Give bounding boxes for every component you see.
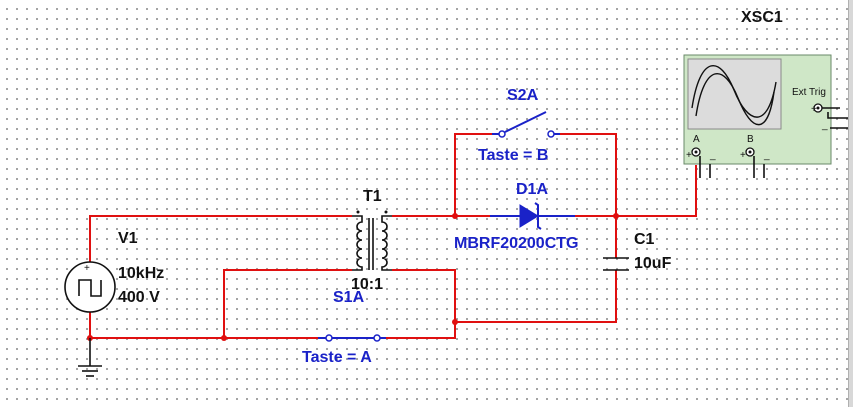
switch-s2a[interactable] [492,111,560,138]
transformer-name: T1 [363,188,382,205]
channel-b-label: B [747,134,754,145]
source-circle [64,261,116,313]
switch1-name: S1A [333,289,365,306]
switch2-name: S2A [507,87,539,104]
ext-trig-minus: _ [821,120,828,131]
wires [89,133,697,339]
junction-dot [452,319,458,325]
junction-dot [221,335,227,341]
wire-primary-bottom[interactable] [223,269,352,338]
oscilloscope-name: XSC1 [741,9,783,26]
diode-name: D1A [516,181,548,198]
transformer-t1[interactable] [352,210,392,271]
source-v1[interactable]: + [64,261,116,313]
ext-trig-plus: + [811,104,817,115]
channel-b-minus: _ [763,150,770,161]
capacitor-c1[interactable] [603,257,629,271]
polarity-dot [356,210,360,214]
diode-triangle [519,204,539,228]
wire-s2a-right[interactable] [560,133,617,216]
source-plus-sign: + [84,263,90,274]
ground-symbol[interactable] [78,338,102,377]
wire-source-to-primary-top[interactable] [89,215,352,262]
wire-bottom-rail-right[interactable] [386,269,456,339]
switch2-key: Taste = B [478,147,548,164]
transformer-ratio: 10:1 [351,276,383,293]
capacitor-value: 10uF [634,255,672,272]
channel-a-label: A [693,134,700,145]
source-amplitude: 400 V [118,289,160,306]
square-wave-icon [78,279,102,297]
primary-coil [352,215,363,271]
wire-to-s2a-left[interactable] [454,133,492,216]
switch1-key: Taste = A [302,349,372,366]
channel-a-plus: + [686,150,692,161]
junction-dot [613,213,619,219]
diode-part: MBRF20200CTG [454,235,578,252]
polarity-dot [384,210,388,214]
source-name: V1 [118,230,138,247]
wire-to-scope-a[interactable] [575,165,697,217]
ext-trig-label: Ext Trig [792,87,826,98]
secondary-coil [381,215,392,271]
channel-a-minus: _ [709,150,716,161]
waveform-trace [695,72,775,126]
capacitor-name: C1 [634,231,655,248]
oscilloscope-xsc1[interactable]: Ext Trig + _ A B + _ + _ [683,54,848,178]
source-frequency: 10kHz [118,265,164,282]
window-edge [848,0,853,407]
switch-s1a[interactable] [318,334,386,342]
channel-b-plus: + [740,150,746,161]
diode-d1a[interactable] [490,202,575,230]
junction-dot [452,213,458,219]
wire-cap-bottom[interactable] [455,270,617,323]
